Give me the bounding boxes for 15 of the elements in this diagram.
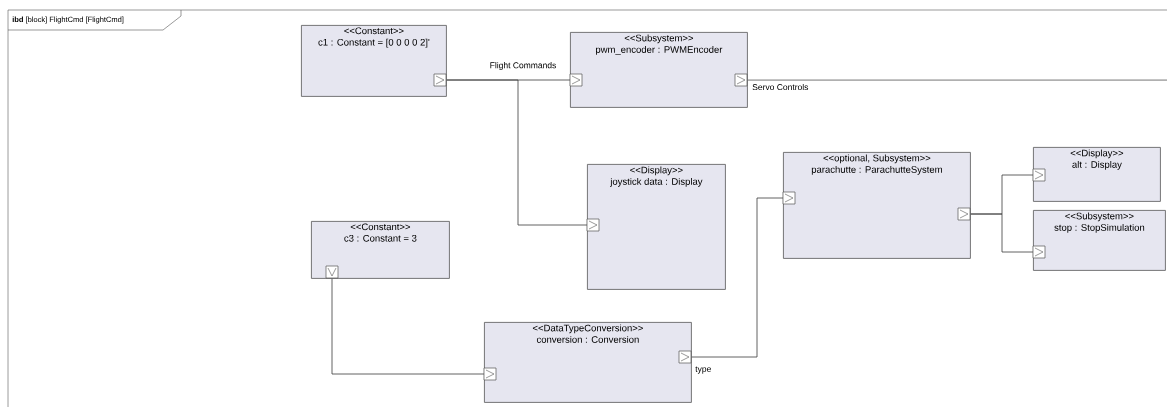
block-box: <<DataTypeConversion>> conversion : Conversion xyxy=(484,322,692,403)
block-box: <<Display>> alt : Display xyxy=(1033,147,1161,202)
edge-label: type xyxy=(694,365,713,375)
block-box: <<Constant>> c1 : Constant = [0 0 0 0 2]' xyxy=(301,25,447,97)
edge-label: Flight Commands xyxy=(488,61,558,71)
edge-label: Servo Controls xyxy=(751,82,810,92)
connector-arrow xyxy=(970,213,1046,259)
block-box: <<Subsystem>> pwm_encoder : PWMEncoder xyxy=(570,32,748,108)
block-box: <<Display>> joystick data : Display xyxy=(587,164,726,290)
connector-arrow xyxy=(331,278,497,381)
block-box: <<Constant>> c3 : Constant = 3 xyxy=(311,221,450,279)
connector-arrow xyxy=(691,191,796,358)
block-box: <<Subsystem>> stop : StopSimulation xyxy=(1033,210,1166,271)
block-box: <<optional, Subsystem>> parachutte : ParachutteSystem xyxy=(783,152,971,259)
connector-arrow xyxy=(446,79,600,232)
